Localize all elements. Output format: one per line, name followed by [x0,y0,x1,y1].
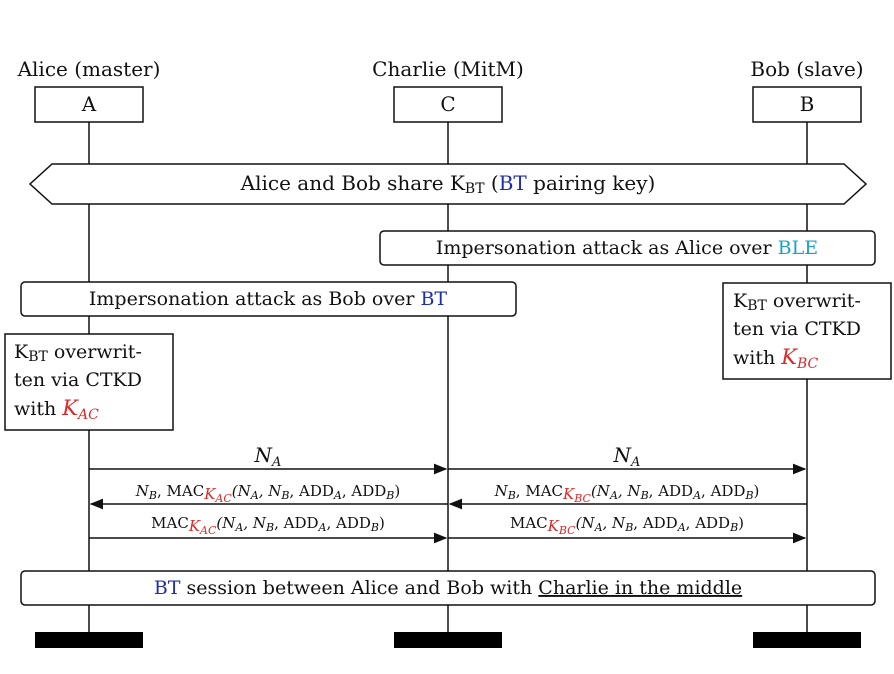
participant-id-alice: A [81,92,97,116]
label-nb-mac-right: NB, MACKBC(NA, NB, ADDA, ADDB) [494,482,760,505]
lifeline-end-alice [35,632,143,648]
ctkd-note-alice [4,333,174,431]
bt-label: BT [420,288,447,310]
share-key-banner-text: Alice and Bob share KBT (BT pairing key) [240,171,656,197]
ctkd-alice-line1: KBT overwrit- [14,341,142,365]
bt-attack-box [20,281,517,317]
share-key-banner [28,163,868,205]
participant-name-bob: Bob (slave) [750,57,863,81]
label-na-left: NA [254,443,282,470]
participant-box-alice [34,86,144,123]
lifeline-end-bob [753,632,861,648]
ctkd-alice-line3: with KAC [14,396,99,423]
ctkd-alice-line2: ten via CTKD [14,369,142,391]
participant-name-charlie: Charlie (MitM) [372,57,524,81]
label-nb-mac-left: NB, MACKAC(NA, NB, ADDA, ADDB) [135,482,400,505]
bt-attack-text: Impersonation attack as Bob over BT [89,288,448,310]
label-mac-left: MACKAC(NA, NB, ADDA, ADDB) [151,514,385,537]
ble-attack-text: Impersonation attack as Alice over BLE [436,237,818,259]
session-box [20,570,876,606]
bt-label: BT [499,171,528,195]
label-na-right: NA [613,443,641,470]
ctkd-bob-line3: with KBC [733,345,819,372]
participant-name-alice: Alice (master) [17,57,161,81]
ctkd-bob-line1: KBT overwrit- [733,290,861,314]
participant-box-bob [752,86,862,123]
ble-label: BLE [778,237,818,259]
lifeline-end-charlie [394,632,502,648]
participant-id-bob: B [800,92,815,116]
participant-id-charlie: C [440,92,455,116]
ctkd-bob-line2: ten via CTKD [733,318,861,340]
ble-attack-box [379,230,876,266]
bt-label: BT [154,577,181,599]
label-mac-right: MACKBC(NA, NB, ADDA, ADDB) [510,514,744,537]
ctkd-note-bob [722,282,892,380]
participant-box-charlie [393,86,503,123]
session-text: BT session between Alice and Bob with Ch… [154,577,742,599]
